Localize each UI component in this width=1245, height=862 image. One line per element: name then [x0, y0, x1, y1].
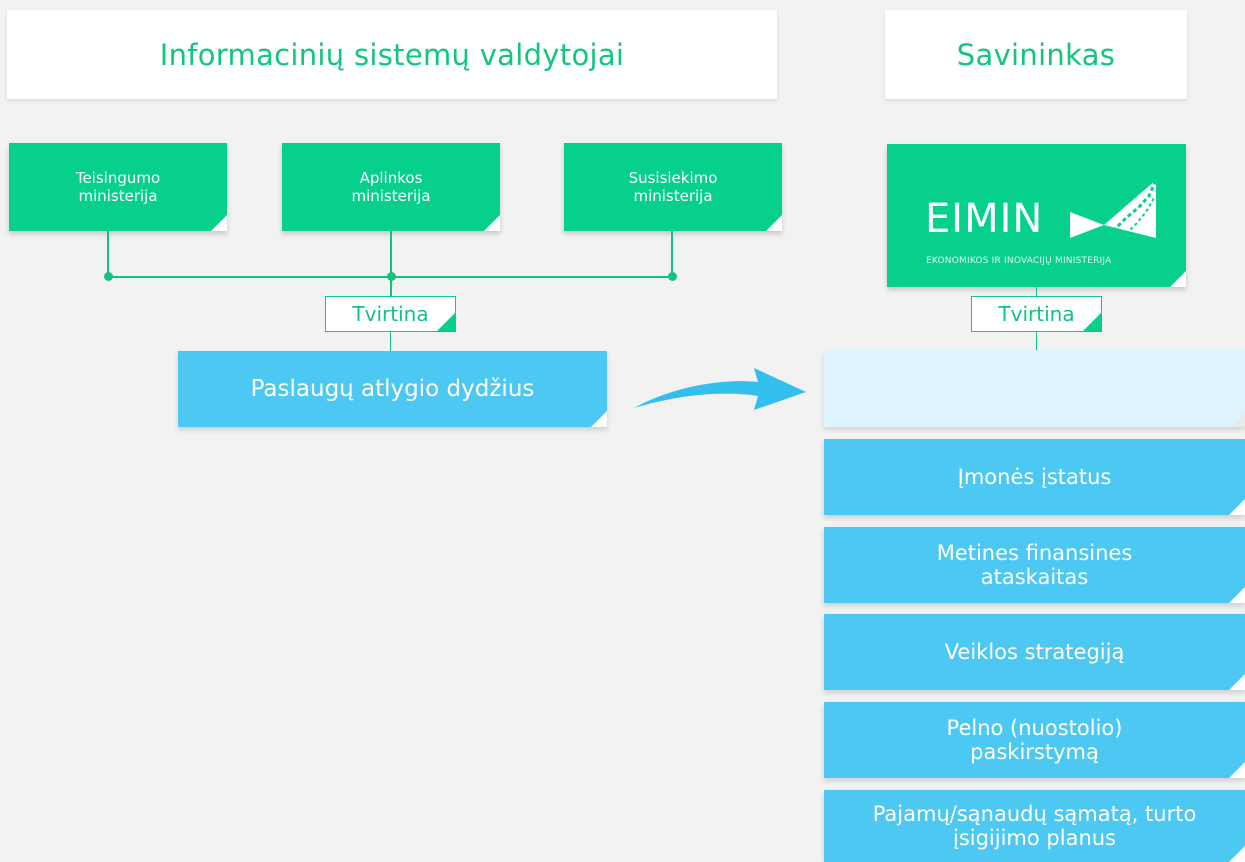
- ministry-box-justice: Teisingumo ministerija: [9, 143, 227, 231]
- owner-item: Pelno (nuostolio) paskirstymą: [824, 702, 1245, 778]
- ministry-label: Susisiekimo ministerija: [628, 169, 718, 205]
- eimin-logo-icon: [1070, 179, 1158, 239]
- owner-item-label: Įmonės įstatus: [957, 465, 1112, 489]
- connector-line: [1036, 332, 1037, 350]
- owner-item-label: Pelno (nuostolio) paskirstymą: [946, 716, 1123, 764]
- owner-item: Pajamų/sąnaudų sąmatą, turto įsigijimo p…: [824, 790, 1245, 862]
- connector-line: [107, 231, 109, 277]
- managers-header: Informacinių sistemų valdytojai: [7, 10, 777, 99]
- owner-item: Veiklos strategiją: [824, 614, 1245, 690]
- connector-line: [390, 231, 392, 296]
- owner-header: Savininkas: [885, 10, 1187, 99]
- ministry-label: Aplinkos ministerija: [351, 169, 431, 205]
- empty-box: [824, 350, 1245, 427]
- owner-item-label: Metines finansines ataskaitas: [936, 541, 1133, 589]
- connector-line: [671, 231, 673, 277]
- eimin-subtitle: EKONOMIKOS IR INOVACIJŲ MINISTERIJA: [926, 256, 1112, 266]
- connector-line: [1036, 287, 1037, 296]
- connector-dot: [104, 272, 113, 281]
- owner-item: Įmonės įstatus: [824, 439, 1245, 515]
- owner-item: Metines finansines ataskaitas: [824, 527, 1245, 603]
- eimin-wordmark: EIMIN: [925, 196, 1044, 242]
- owner-item-label: Pajamų/sąnaudų sąmatą, turto įsigijimo p…: [872, 802, 1197, 850]
- owner-item-label: Veiklos strategiją: [944, 640, 1125, 664]
- connector-dot: [668, 272, 677, 281]
- ministry-box-environment: Aplinkos ministerija: [282, 143, 500, 231]
- connector-dot: [387, 272, 396, 281]
- ministry-box-transport: Susisiekimo ministerija: [564, 143, 782, 231]
- eimin-logo-box: EIMIN EKONOMIKOS IR INOVACIJŲ MINISTERIJ…: [887, 144, 1186, 287]
- approve-tag-right: Tvirtina: [971, 296, 1102, 332]
- ministry-label: Teisingumo ministerija: [75, 169, 161, 205]
- connector-line: [390, 332, 391, 351]
- approve-tag-left: Tvirtina: [325, 296, 456, 332]
- arrow-icon: [634, 368, 806, 410]
- fee-box: Paslaugų atlygio dydžius: [178, 351, 607, 427]
